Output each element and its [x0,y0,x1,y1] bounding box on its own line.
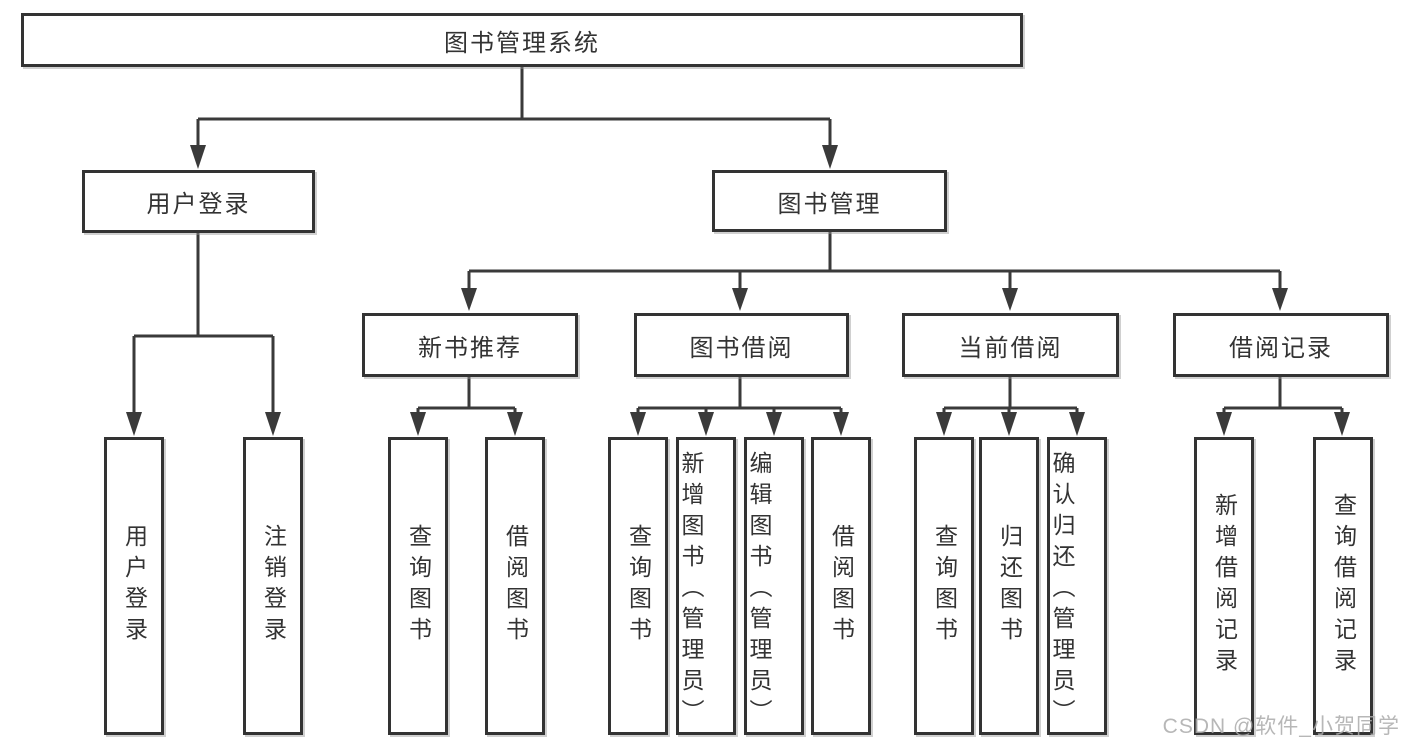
node-new-book-recommend: 新书推荐 [362,313,578,377]
node-user-login: 用户登录 [82,170,315,233]
leaf-label: 归还图书 [996,524,1023,648]
node-book-borrow: 图书借阅 [634,313,849,377]
leaf-label: 用户登录 [121,524,148,648]
node-root: 图书管理系统 [21,13,1023,67]
leaf-current-query-book: 查询图书 [914,437,974,735]
leaf-edit-book-admin: 编辑图书（管理员） [744,437,804,735]
node-borrow-records: 借阅记录 [1173,313,1389,377]
node-book-management: 图书管理 [712,170,947,232]
leaf-confirm-return-admin: 确认归还（管理员） [1047,437,1107,735]
leaf-label: 查询图书 [625,524,652,648]
leaf-label: 编辑图书（管理员） [746,450,772,730]
leaf-return-book: 归还图书 [979,437,1039,735]
csdn-watermark: CSDN @软件_小贺同学 [1162,715,1400,738]
leaf-label: 查询借阅记录 [1330,493,1357,679]
leaf-user-login: 用户登录 [104,437,164,735]
node-current-borrow: 当前借阅 [902,313,1119,377]
leaf-borrow-book: 借阅图书 [811,437,871,735]
leaf-logout: 注销登录 [243,437,303,735]
leaf-label: 注销登录 [260,524,287,648]
leaf-query-borrow-record: 查询借阅记录 [1313,437,1373,735]
leaf-recommend-query-book: 查询图书 [388,437,448,735]
leaf-label: 查询图书 [405,524,432,648]
leaf-borrow-query-book: 查询图书 [608,437,668,735]
leaf-recommend-borrow-book: 借阅图书 [485,437,545,735]
leaf-add-borrow-record: 新增借阅记录 [1194,437,1254,735]
leaf-add-book-admin: 新增图书（管理员） [676,437,736,735]
leaf-label: 借阅图书 [828,524,855,648]
leaf-label: 新增图书（管理员） [678,450,704,730]
leaf-label: 确认归还（管理员） [1049,450,1075,730]
leaf-label: 新增借阅记录 [1211,493,1238,679]
leaf-label: 查询图书 [931,524,958,648]
leaf-label: 借阅图书 [502,524,529,648]
